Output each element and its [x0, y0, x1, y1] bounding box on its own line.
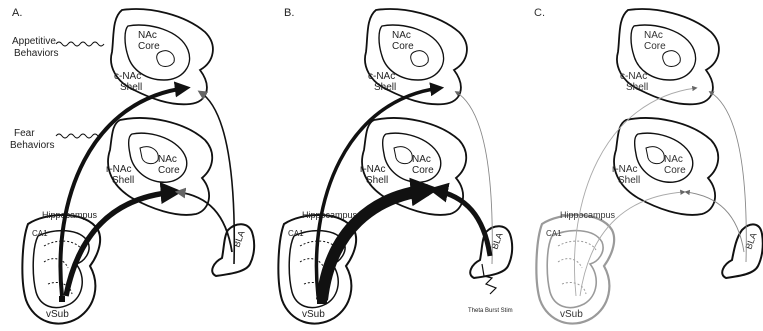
lower-nac-core-label-2: Core	[158, 165, 180, 176]
lower-nac-core-inner	[394, 147, 412, 164]
vsub-label: vSub	[46, 309, 69, 320]
c-nac-shell-label-2: Shell	[374, 82, 396, 93]
vsub-label: vSub	[302, 309, 325, 320]
appetitive-squiggle	[56, 42, 104, 46]
panel-a: A. NAc Core c-NAc Shell NAc Core r-NAc S…	[10, 7, 254, 324]
lower-nac-core-label-1: NAc	[412, 154, 431, 165]
r-nac-shell-label-2: Shell	[366, 175, 388, 186]
c-nac-shell-label-2: Shell	[120, 82, 142, 93]
c-nac-shell-label-1: c-NAc	[368, 71, 395, 82]
fear-squiggle	[56, 134, 98, 138]
ca1-label: CA1	[546, 229, 562, 238]
lower-nac-core-label-1: NAc	[158, 154, 177, 165]
panel-b-letter: B.	[284, 7, 294, 19]
r-nac-shell-label-2: Shell	[618, 175, 640, 186]
lower-nac-core-label-2: Core	[664, 165, 686, 176]
lower-nac-core-inner	[140, 147, 158, 164]
upper-nac-core-label-2: Core	[138, 41, 160, 52]
r-nac-shell-label-1: r-NAc	[106, 164, 132, 175]
upper-nac-core-inner	[411, 51, 429, 67]
upper-nac-core-label-1: NAc	[138, 30, 157, 41]
lower-nac-core-label-2: Core	[412, 165, 434, 176]
bla-label: BLA	[489, 231, 504, 250]
panel-c-letter: C.	[534, 7, 545, 19]
panel-a-letter: A.	[12, 7, 22, 19]
hippocampus-label: Hippocampus	[560, 210, 616, 220]
appetitive-label-2: Behaviors	[14, 48, 58, 59]
hippocampus-label: Hippocampus	[302, 210, 358, 220]
vsub-label: vSub	[560, 309, 583, 320]
upper-nac-core-label-1: NAc	[392, 30, 411, 41]
lower-nac-core-inner	[646, 147, 664, 164]
ca1-label: CA1	[32, 229, 48, 238]
lower-nac-core-label-1: NAc	[664, 154, 683, 165]
c-nac-shell-label-1: c-NAc	[620, 71, 647, 82]
appetitive-label-1: Appetitive	[12, 36, 56, 47]
upper-nac-core-label-2: Core	[392, 41, 414, 52]
r-nac-shell-label-1: r-NAc	[612, 164, 638, 175]
bla-outline	[722, 224, 763, 278]
upper-nac-core-inner	[663, 51, 681, 67]
upper-nac-core-inner	[157, 51, 175, 67]
hippocampus-label: Hippocampus	[42, 210, 98, 220]
r-nac-shell-label-1: r-NAc	[360, 164, 386, 175]
ca1-dotted	[558, 241, 596, 294]
upper-nac-core-label-1: NAc	[644, 30, 663, 41]
panel-c: C. NAc Core c-NAc Shell NAc Core r-NAc S…	[534, 7, 763, 324]
theta-burst-stim-icon	[482, 264, 496, 294]
ca1-label: CA1	[288, 229, 304, 238]
bla-label: BLA	[743, 231, 758, 250]
upper-nac-core-label-2: Core	[644, 41, 666, 52]
fear-label-2: Behaviors	[10, 140, 54, 151]
c-nac-shell-label-1: c-NAc	[114, 71, 141, 82]
stim-label: Theta Burst Stim	[468, 308, 513, 314]
fear-label-1: Fear	[14, 128, 35, 139]
panel-b: B. NAc Core c-NAc Shell NAc Core r-NAc S…	[278, 7, 512, 324]
bla-outline	[212, 224, 254, 276]
r-nac-shell-label-2: Shell	[112, 175, 134, 186]
c-nac-shell-label-2: Shell	[626, 82, 648, 93]
